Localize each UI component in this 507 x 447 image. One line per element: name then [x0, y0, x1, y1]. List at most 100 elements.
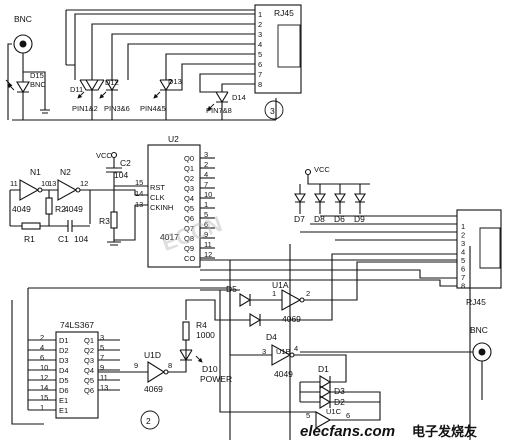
bottom-right-circuit: U1A 4069 1 2 D5 D4 U1B 4049 3 4 D1 D3 D2… [200, 215, 492, 440]
buffer-in-name-7: E1 [59, 406, 68, 415]
watermark-site: elecfans.com [300, 423, 395, 440]
u2-out-pin-9: 9 [204, 230, 208, 239]
n2-out-pin: 12 [80, 179, 88, 188]
d12-name: D12 [105, 78, 119, 87]
wire-to-clk [90, 189, 148, 196]
r4-resistor [182, 321, 190, 341]
u2-out-pin-2: 2 [204, 160, 208, 169]
diode-d7 [294, 184, 306, 214]
n2-in-pin: 13 [48, 179, 56, 188]
watermark-cn: 电子发烧友 [412, 424, 477, 439]
u2-out-pin-7: 7 [204, 180, 208, 189]
n1-part: 4049 [12, 204, 31, 214]
u2-out-q4: Q4 [184, 194, 194, 203]
rj45-top-pin-6: 6 [258, 60, 262, 69]
bnc-label-bottom: BNC [470, 325, 488, 335]
buffer-chip [55, 331, 99, 419]
r2-label: R2 [55, 204, 66, 214]
d15-sub: BNC [30, 80, 46, 89]
u1d-out-pin: 8 [168, 361, 172, 370]
vcc-label-diodes: VCC [314, 165, 330, 174]
d14-name: D14 [232, 93, 246, 102]
rj45-top-pin-3: 3 [258, 30, 262, 39]
rj45-right-pin-4: 4 [461, 248, 465, 257]
d5-diode [239, 293, 252, 307]
buffer-out-name-q6: Q6 [84, 386, 94, 395]
buffer-in-pin-4: 4 [40, 343, 44, 352]
buffer-out-name-q5: Q5 [84, 376, 94, 385]
buffer-in-name-2: D3 [59, 356, 69, 365]
diode-d6 [334, 184, 346, 214]
section-3-number: 3 [270, 106, 275, 116]
d1-diode [319, 375, 332, 389]
u2-chip [147, 144, 201, 268]
rj45-top-pin-8: 8 [258, 80, 262, 89]
u2-pin-14: 14 [135, 189, 143, 198]
section-marker-3: 3 [264, 100, 284, 120]
r1-label: R1 [24, 234, 35, 244]
buffer-out-name-q3: Q3 [84, 356, 94, 365]
u2-out-pin-3: 3 [204, 150, 208, 159]
buffer-in-pin-1: 1 [40, 403, 44, 412]
rj45-right-pin-5: 5 [461, 256, 465, 265]
u2-in-clk: CLK [150, 193, 165, 202]
wire-pin5 [165, 53, 255, 80]
r1-resistor [21, 222, 41, 230]
wire-pin7 [199, 73, 255, 80]
d5-label: D5 [226, 284, 237, 294]
vcc-label-c2: VCC [96, 151, 112, 160]
u1d-wires [98, 299, 210, 373]
rj45-right-pin-3: 3 [461, 239, 465, 248]
d11-name: D11 [70, 85, 83, 94]
u2-pin-13: 13 [135, 200, 143, 209]
c2-value: 104 [114, 170, 128, 180]
d10-name: D10 [202, 364, 218, 374]
u2-out-pin-5: 5 [204, 210, 208, 219]
buffer-out-pin-7: 7 [100, 353, 104, 362]
buffer-out-pin-11: 11 [100, 373, 108, 382]
rj45-right-pin-8: 8 [461, 282, 465, 291]
buffer-out-pin-9: 9 [100, 363, 104, 372]
buffer-in-pin-2: 2 [40, 333, 44, 342]
buffer-in-pin-15: 15 [40, 393, 48, 402]
u1c-out-pin: 6 [346, 411, 350, 420]
buffer-in-name-5: D6 [59, 386, 69, 395]
route-verticals [229, 215, 471, 440]
route-bottom [219, 290, 381, 421]
buffer-in-name-6: E1 [59, 396, 68, 405]
d10-led [179, 349, 193, 362]
buffer-in-pin-14: 14 [40, 383, 48, 392]
u2-out-pin-11: 11 [204, 240, 212, 249]
rj45-top: RJ45 1 2 3 4 5 6 7 8 [254, 4, 302, 94]
n1-gate [19, 179, 40, 201]
d1-label: D1 [318, 364, 329, 374]
u2-out-q5: Q5 [184, 204, 194, 213]
d3-diode [319, 385, 332, 399]
d15-name: D15 [30, 71, 44, 80]
wire-pin6 [181, 63, 255, 80]
rj45-top-pin-4: 4 [258, 40, 262, 49]
buffer-in-pin-12: 12 [40, 373, 48, 382]
n1-in-pin: 11 [10, 179, 18, 188]
u1d-label: U1D [144, 350, 161, 360]
u2-out-co: CO [184, 254, 195, 263]
section-marker-2: 2 [140, 410, 160, 430]
u2-out-q0: Q0 [184, 154, 194, 163]
led-d12: D12 PIN3&6 [99, 78, 130, 120]
r4-label: R4 [196, 320, 207, 330]
u1b-out-pin: 4 [294, 344, 298, 353]
u1b-in-pin: 3 [262, 347, 266, 356]
u1b-label: U1B [276, 347, 291, 356]
bnc-label-top: BNC [14, 14, 32, 24]
rj45-right-pin-2: 2 [461, 231, 465, 240]
r3-resistor [110, 211, 118, 229]
c1-value: 104 [74, 234, 88, 244]
u2-out-q3: Q3 [184, 184, 194, 193]
d14-label: PIN7&8 [206, 106, 232, 115]
u2-out-q2: Q2 [184, 174, 194, 183]
vcc-terminal-c2 [110, 151, 118, 159]
u2-out-q8: Q8 [184, 234, 194, 243]
